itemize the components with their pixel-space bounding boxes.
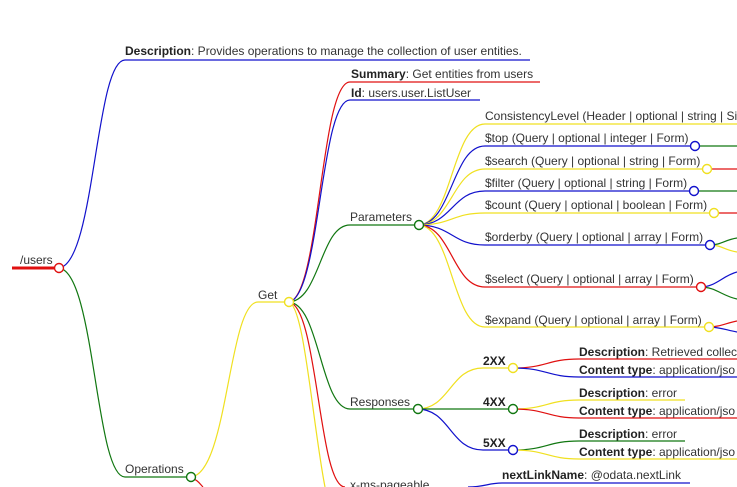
edge-root-description [57, 59, 530, 269]
parameters-node-toggle[interactable] [413, 219, 425, 231]
resp-4xx-description[interactable]: Description: error [579, 386, 677, 400]
pageable-label[interactable]: x-ms-pageable [350, 478, 430, 487]
param-search-toggle[interactable] [701, 163, 713, 175]
resp-2xx-label[interactable]: 2XX [483, 354, 506, 368]
edge-2xx-desc [512, 358, 737, 369]
param-select[interactable]: $select (Query | optional | array | Form… [485, 272, 694, 286]
edge-5xx-ctype [512, 449, 737, 460]
edge-get-pageable [287, 301, 346, 487]
param-select-toggle[interactable] [695, 281, 707, 293]
param-search[interactable]: $search (Query | optional | string | For… [485, 154, 701, 168]
resp-5xx-toggle[interactable] [507, 444, 519, 456]
edge-param-0 [417, 123, 737, 226]
edge-4xx-desc [512, 399, 685, 410]
root-label[interactable]: /users [20, 253, 53, 267]
description-node[interactable]: Description: Provides operations to mana… [125, 44, 522, 58]
edge-resp-2xx [416, 367, 513, 410]
summary-key: Summary [351, 67, 406, 81]
get-node-toggle[interactable] [283, 296, 295, 308]
edge-5xx-desc [512, 440, 685, 451]
next-link-key: nextLinkName [502, 468, 585, 482]
resp-4xx-content-type[interactable]: Content type: application/jso [579, 404, 735, 418]
resp-2xx-description[interactable]: Description: Retrieved collec [579, 345, 737, 359]
resp-2xx-content-type[interactable]: Content type: application/jso [579, 363, 735, 377]
resp-4xx-code: 4XX [483, 395, 506, 409]
resp-4xx-desc-key: Description [579, 386, 646, 400]
next-link-value: : @odata.nextLink [584, 468, 681, 482]
id-value: : users.user.ListUser [361, 86, 472, 100]
resp-2xx-code: 2XX [483, 354, 506, 368]
description-value: : Provides operations to manage the coll… [191, 44, 522, 58]
edge-param-5 [417, 224, 709, 246]
description-key: Description [125, 44, 192, 58]
responses-node-toggle[interactable] [412, 403, 424, 415]
operations-node-toggle[interactable] [185, 471, 197, 483]
parameters-label[interactable]: Parameters [350, 210, 413, 224]
param-top-toggle[interactable] [689, 140, 701, 152]
param-filter[interactable]: $filter (Query | optional | string | For… [485, 176, 688, 190]
edge-root-operations [57, 267, 190, 478]
edge-2xx-ctype [512, 367, 737, 378]
resp-5xx-desc-value: : error [645, 427, 678, 441]
edge-get-responses [287, 301, 417, 410]
resp-2xx-toggle[interactable] [507, 362, 519, 374]
resp-4xx-toggle[interactable] [507, 403, 519, 415]
resp-5xx-ctype-key: Content type [579, 445, 653, 459]
resp-2xx-desc-key: Description [579, 345, 646, 359]
summary-node[interactable]: Summary: Get entities from users [351, 67, 533, 81]
resp-5xx-label[interactable]: 5XX [483, 436, 506, 450]
root-node-toggle[interactable] [53, 262, 65, 274]
edge-param-7 [417, 224, 708, 328]
resp-5xx-ctype-value: : application/jso [652, 445, 736, 459]
edge-operations-get [189, 301, 288, 478]
resp-2xx-ctype-value: : application/jso [652, 363, 736, 377]
resp-4xx-ctype-key: Content type [579, 404, 653, 418]
param-top[interactable]: $top (Query | optional | integer | Form) [485, 131, 689, 145]
resp-4xx-ctype-value: : application/jso [652, 404, 736, 418]
resp-2xx-desc-value: : Retrieved collec [645, 345, 737, 359]
edge-pageable-nextlink [467, 482, 690, 487]
edge-param-4 [417, 212, 713, 226]
edge-param-3 [417, 190, 693, 226]
param-filter-toggle[interactable] [688, 185, 700, 197]
summary-value: : Get entities from users [405, 67, 534, 81]
edge-param-6 [417, 224, 700, 288]
edge-param-1 [417, 145, 694, 226]
resp-4xx-label[interactable]: 4XX [483, 395, 506, 409]
param-expand-toggle[interactable] [703, 321, 715, 333]
param-orderby-toggle[interactable] [704, 239, 716, 251]
resp-5xx-desc-key: Description [579, 427, 646, 441]
param-count[interactable]: $count (Query | optional | boolean | For… [485, 198, 708, 212]
resp-4xx-desc-value: : error [645, 386, 678, 400]
edge-param-2 [417, 168, 706, 226]
responses-label[interactable]: Responses [350, 395, 411, 409]
edge-get-id [287, 99, 480, 303]
param-consistencylevel[interactable]: ConsistencyLevel (Header | optional | st… [485, 109, 737, 123]
param-orderby[interactable]: $orderby (Query | optional | array | For… [485, 230, 704, 244]
edge-get-extra [287, 301, 326, 487]
resp-5xx-content-type[interactable]: Content type: application/jso [579, 445, 735, 459]
operations-label[interactable]: Operations [125, 462, 184, 476]
id-key: Id [351, 86, 362, 100]
get-label[interactable]: Get [258, 288, 278, 302]
pageable-next-link[interactable]: nextLinkName: @odata.nextLink [502, 468, 681, 482]
id-node[interactable]: Id: users.user.ListUser [351, 86, 471, 100]
param-count-toggle[interactable] [708, 207, 720, 219]
edge-4xx-ctype [512, 408, 737, 419]
resp-5xx-description[interactable]: Description: error [579, 427, 677, 441]
resp-5xx-code: 5XX [483, 436, 506, 450]
edge-get-parameters [287, 224, 418, 303]
resp-2xx-ctype-key: Content type [579, 363, 653, 377]
edge-resp-5xx [416, 408, 513, 451]
param-expand[interactable]: $expand (Query | optional | array | Form… [485, 313, 702, 327]
